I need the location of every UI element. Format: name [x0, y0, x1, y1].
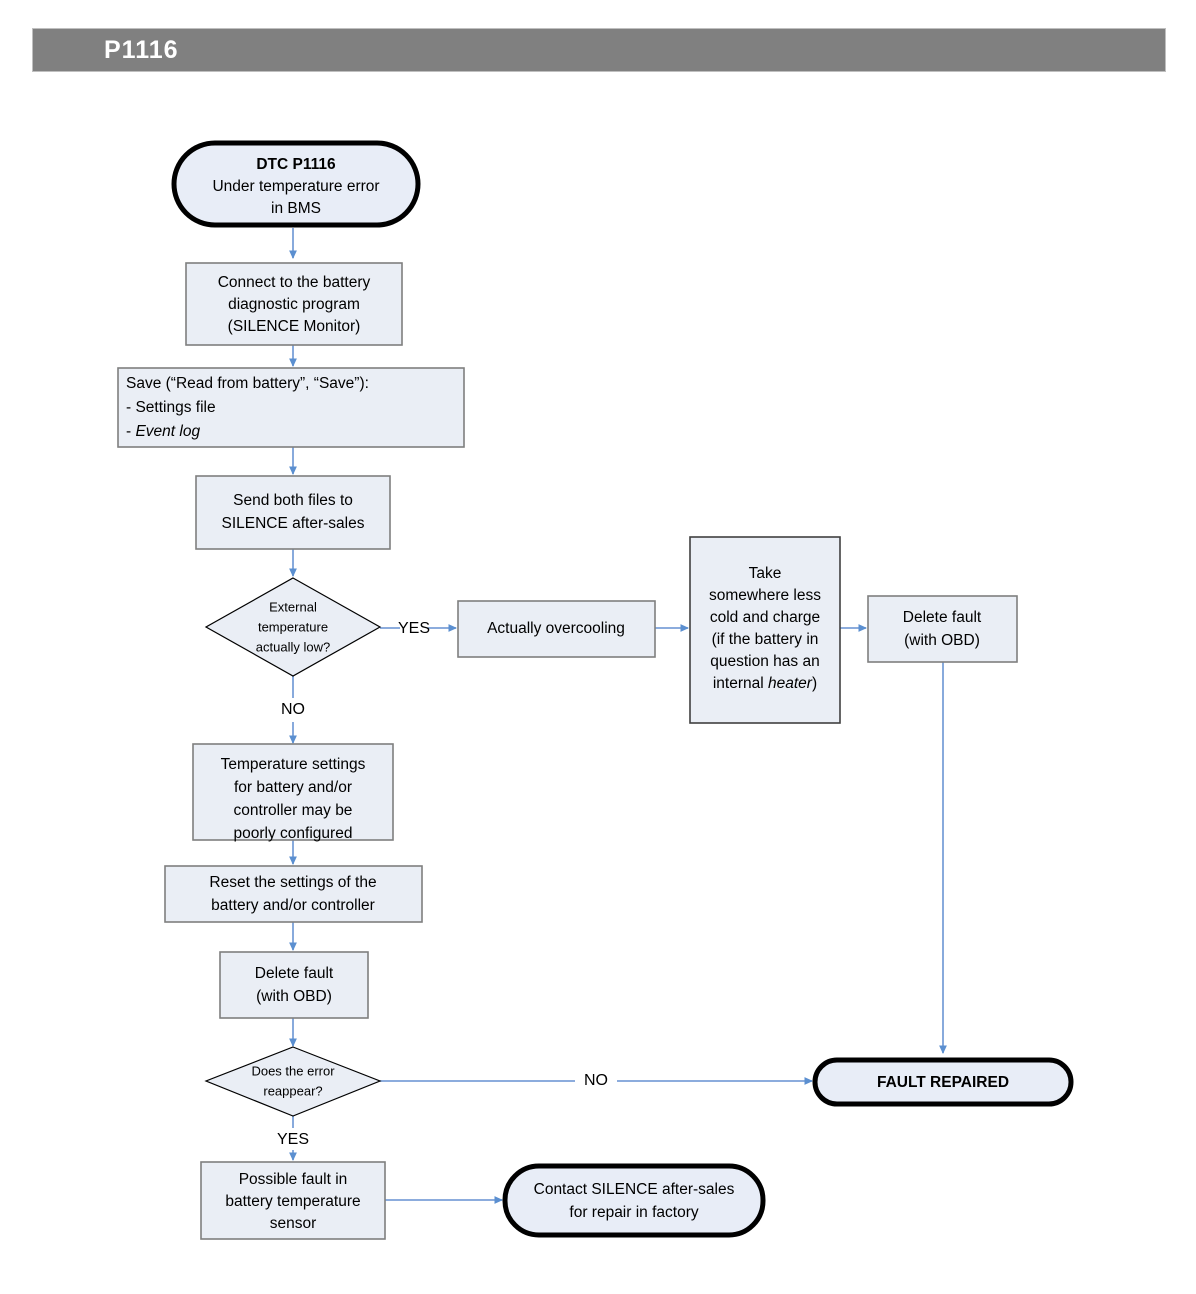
node-send[interactable]: Send both files to SILENCE after-sales: [195, 475, 391, 550]
sensor-line-2: battery temperature: [225, 1193, 360, 1210]
contact-line-1: Contact SILENCE after-sales: [534, 1181, 735, 1198]
decision1-line-2: temperature: [258, 619, 328, 634]
delete-right-line-1: Delete fault: [903, 609, 982, 626]
take-line-6-italic: heater: [768, 675, 813, 692]
start-line-1: DTC P1116: [256, 156, 336, 173]
start-line-2: Under temperature error: [212, 178, 379, 195]
node-save[interactable]: Save (“Read from battery”, “Save”): - Se…: [117, 367, 465, 448]
repaired-line-1: FAULT REPAIRED: [877, 1074, 1009, 1091]
save-box-shape: [117, 367, 465, 448]
sensor-line-1: Possible fault in: [239, 1171, 348, 1188]
edge-label-yes-1: YES: [398, 620, 430, 637]
take-line-6-suffix: ): [812, 675, 817, 692]
save-line-1: Save (“Read from battery”, “Save”):: [126, 375, 369, 392]
connect-line-2: diagnostic program: [228, 296, 360, 313]
edge-label-no-1: NO: [281, 701, 305, 718]
take-line-4: (if the battery in: [712, 631, 819, 648]
connectors: [289, 228, 947, 1204]
decision1-line-1: External: [269, 599, 317, 614]
save-line-3-prefix: -: [126, 423, 135, 440]
node-fault-repaired[interactable]: FAULT REPAIRED: [812, 1057, 1074, 1107]
take-line-3: cold and charge: [710, 609, 820, 626]
tempsettings-line-1: Temperature settings: [221, 756, 366, 773]
node-delete-fault-right[interactable]: Delete fault (with OBD): [867, 595, 1018, 663]
decision1-line-3: actually low?: [256, 639, 330, 654]
take-line-6-prefix: internal: [713, 675, 768, 692]
delete-left-line-1: Delete fault: [255, 965, 334, 982]
node-decision-error-reappear[interactable]: Does the error reappear?: [204, 1046, 382, 1117]
take-line-1: Take: [749, 565, 782, 582]
header-bar: [32, 28, 1166, 72]
sensor-box-shape: [200, 1161, 386, 1240]
take-box-shape: [689, 536, 841, 724]
node-connect[interactable]: Connect to the battery diagnostic progra…: [185, 262, 403, 346]
node-reset-settings[interactable]: Reset the settings of the battery and/or…: [164, 865, 423, 923]
start-line-3: in BMS: [271, 200, 321, 217]
reset-line-2: battery and/or controller: [211, 897, 375, 914]
node-delete-fault-left[interactable]: Delete fault (with OBD): [219, 951, 369, 1019]
delete-right-box-shape: [867, 595, 1018, 663]
node-contact-silence[interactable]: Contact SILENCE after-sales for repair i…: [502, 1163, 766, 1238]
edge-label-yes-2: YES: [277, 1131, 309, 1148]
decision2-line-2: reappear?: [263, 1083, 322, 1098]
overcooling-line-1: Actually overcooling: [487, 620, 625, 637]
decision2-line-1: Does the error: [251, 1063, 335, 1078]
send-line-1: Send both files to: [233, 492, 353, 509]
node-overcooling[interactable]: Actually overcooling: [457, 600, 656, 658]
node-start[interactable]: DTC P1116 Under temperature error in BMS: [171, 140, 421, 228]
send-box-shape: [195, 475, 391, 550]
overcooling-box-shape: [457, 600, 656, 658]
repaired-terminator-shape: [812, 1057, 1074, 1107]
node-decision-external-temp[interactable]: External temperature actually low?: [204, 577, 382, 677]
save-line-3: - Event log: [126, 423, 200, 440]
reset-line-1: Reset the settings of the: [209, 874, 376, 891]
take-line-2: somewhere less: [709, 587, 821, 604]
edge-label-no-2: NO: [584, 1072, 608, 1089]
send-line-2: SILENCE after-sales: [222, 515, 365, 532]
decision1-shape: [204, 577, 382, 677]
save-line-3-italic: Event log: [135, 423, 200, 440]
delete-left-line-2: (with OBD): [256, 988, 332, 1005]
start-terminator-shape: [171, 140, 421, 228]
node-take-somewhere-less-cold[interactable]: Take somewhere less cold and charge (if …: [689, 536, 841, 724]
tempsettings-box-shape: [192, 743, 394, 841]
take-line-6: internal heater): [713, 675, 817, 692]
connect-line-3: (SILENCE Monitor): [228, 318, 361, 335]
page-title: P1116: [104, 36, 179, 64]
save-line-2: - Settings file: [126, 399, 216, 416]
contact-terminator-shape: [502, 1163, 766, 1238]
delete-right-line-2: (with OBD): [904, 632, 980, 649]
take-line-5: question has an: [710, 653, 819, 670]
decision2-shape: [204, 1046, 382, 1117]
node-temperature-settings[interactable]: Temperature settings for battery and/or …: [192, 743, 394, 842]
connect-box-shape: [185, 262, 403, 346]
delete-left-box-shape: [219, 951, 369, 1019]
reset-box-shape: [164, 865, 423, 923]
sensor-line-3: sensor: [270, 1215, 317, 1232]
tempsettings-line-4: poorly configured: [234, 825, 353, 842]
node-possible-fault-sensor[interactable]: Possible fault in battery temperature se…: [200, 1161, 386, 1240]
contact-line-2: for repair in factory: [569, 1204, 698, 1221]
connect-line-1: Connect to the battery: [218, 274, 371, 291]
tempsettings-line-2: for battery and/or: [234, 779, 352, 796]
tempsettings-line-3: controller may be: [234, 802, 353, 819]
